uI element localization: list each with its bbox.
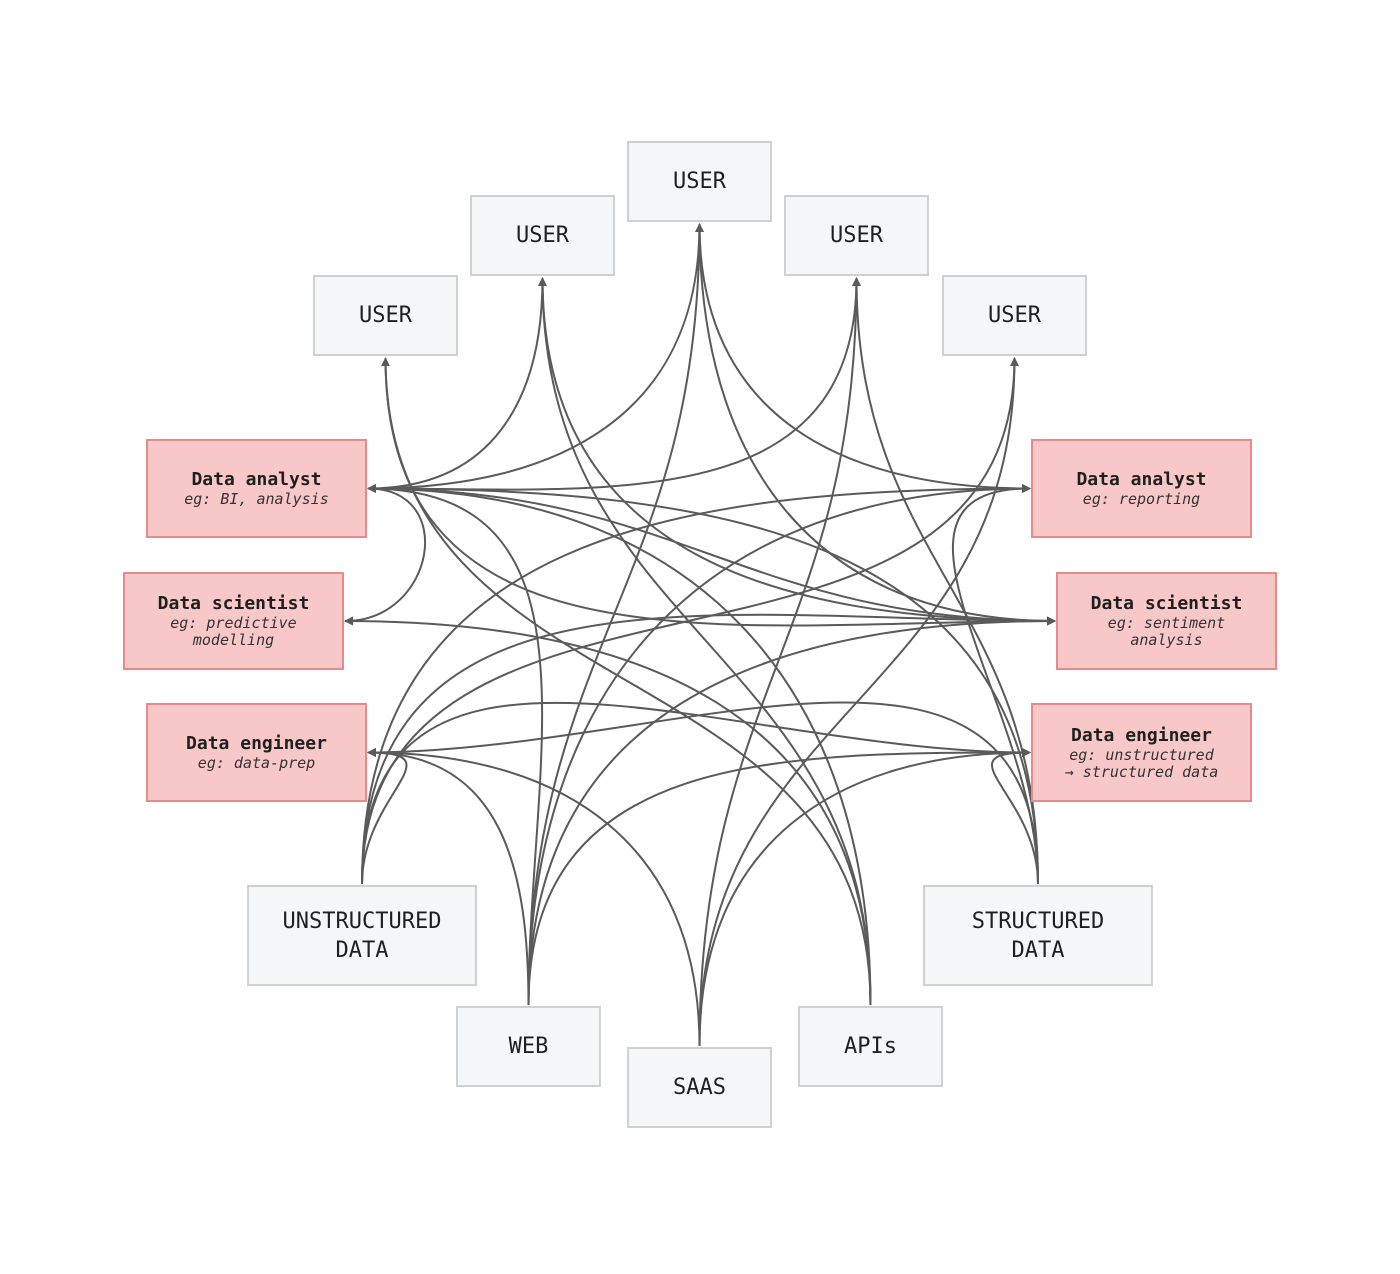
role-title: Data scientist (1090, 593, 1243, 614)
role-subtitle: eg: reporting (1082, 490, 1201, 508)
role-title: Data analyst (191, 469, 322, 490)
source-label: UNSTRUCTURED DATA (282, 908, 442, 963)
role-subtitle: eg: BI, analysis (184, 490, 329, 508)
edge-src-structured-to-analyst-left (367, 484, 1039, 885)
edge-src-apis-to-user-2 (538, 277, 872, 1006)
edge-src-structured-to-analyst-right (952, 484, 1039, 885)
edge-src-web-to-scientist-right (527, 616, 1056, 1006)
user-label: USER (988, 303, 1041, 328)
user-label: USER (830, 223, 883, 248)
role-title: Data engineer (1071, 724, 1212, 746)
unstructured-data-node[interactable]: UNSTRUCTURED DATA (247, 885, 477, 986)
source-label: STRUCTURED DATA (971, 908, 1105, 963)
edge-src-saas-to-engineer-right (698, 748, 1031, 1047)
edge-src-structured-to-user-4 (852, 277, 1039, 885)
role-title: Data analyst (1076, 469, 1207, 490)
role-subtitle: eg: predictive modelling (170, 614, 297, 649)
saas-node[interactable]: SAAS (627, 1047, 772, 1128)
source-label: WEB (508, 1034, 549, 1059)
role-subtitle: eg: unstructured → structured data (1064, 745, 1219, 781)
edge-analyst-left-to-user-4 (367, 277, 861, 491)
role-subtitle: eg: sentiment analysis (1107, 614, 1226, 649)
structured-data-node[interactable]: STRUCTURED DATA (923, 885, 1153, 986)
user-node[interactable]: USER (627, 141, 772, 222)
user-label: USER (516, 223, 569, 248)
edge-user-2-to-scientist-right (541, 277, 1056, 626)
edge-analyst-left-to-user-3 (367, 223, 704, 490)
data-analyst-right-node[interactable]: Data analyst eg: reporting (1031, 439, 1252, 538)
edge-user-3-to-analyst-right (698, 223, 1031, 493)
role-subtitle: eg: data-prep (197, 754, 316, 772)
user-node[interactable]: USER (784, 195, 929, 276)
edge-user-1-to-scientist-right (384, 357, 1056, 627)
edge-src-structured-to-engineer-right (991, 748, 1039, 885)
edge-src-unstructured-to-engineer-right (361, 701, 1031, 885)
edge-src-web-to-analyst-left (367, 484, 544, 1006)
apis-node[interactable]: APIs (798, 1006, 943, 1087)
user-label: USER (359, 303, 412, 328)
edge-analyst-left-to-user-2 (367, 277, 547, 490)
source-label: SAAS (673, 1075, 726, 1100)
edge-group (344, 223, 1056, 1047)
edge-src-web-to-analyst-right (527, 484, 1031, 1006)
edge-analyst-left-to-scientist-right (367, 487, 1056, 626)
source-label: APIs (844, 1034, 897, 1059)
edge-src-apis-to-scientist-left (344, 616, 872, 1006)
user-node[interactable]: USER (942, 275, 1087, 356)
edge-user-3-to-scientist-right (698, 223, 1056, 626)
edge-src-web-to-engineer-right (527, 747, 1031, 1006)
edge-src-saas-to-user-4 (698, 277, 861, 1047)
web-node[interactable]: WEB (456, 1006, 601, 1087)
data-scientist-right-node[interactable]: Data scientist eg: sentiment analysis (1056, 572, 1277, 670)
edge-src-structured-to-engineer-left (367, 701, 1039, 885)
data-engineer-left-node[interactable]: Data engineer eg: data-prep (146, 703, 367, 802)
edge-src-saas-to-engineer-left (367, 748, 701, 1047)
data-analyst-left-node[interactable]: Data analyst eg: BI, analysis (146, 439, 367, 538)
data-scientist-left-node[interactable]: Data scientist eg: predictive modelling (123, 572, 344, 670)
data-engineer-right-node[interactable]: Data engineer eg: unstructured → structu… (1031, 703, 1252, 802)
user-label: USER (673, 169, 726, 194)
user-node[interactable]: USER (313, 275, 458, 356)
edge-src-web-to-engineer-left (367, 748, 530, 1006)
role-title: Data scientist (157, 593, 310, 614)
edge-src-unstructured-to-analyst-right (361, 484, 1031, 885)
user-node[interactable]: USER (470, 195, 615, 276)
edge-analyst-left-to-scientist-left (344, 487, 427, 626)
role-title: Data engineer (186, 733, 327, 754)
edge-src-unstructured-to-scientist-right (361, 613, 1056, 885)
